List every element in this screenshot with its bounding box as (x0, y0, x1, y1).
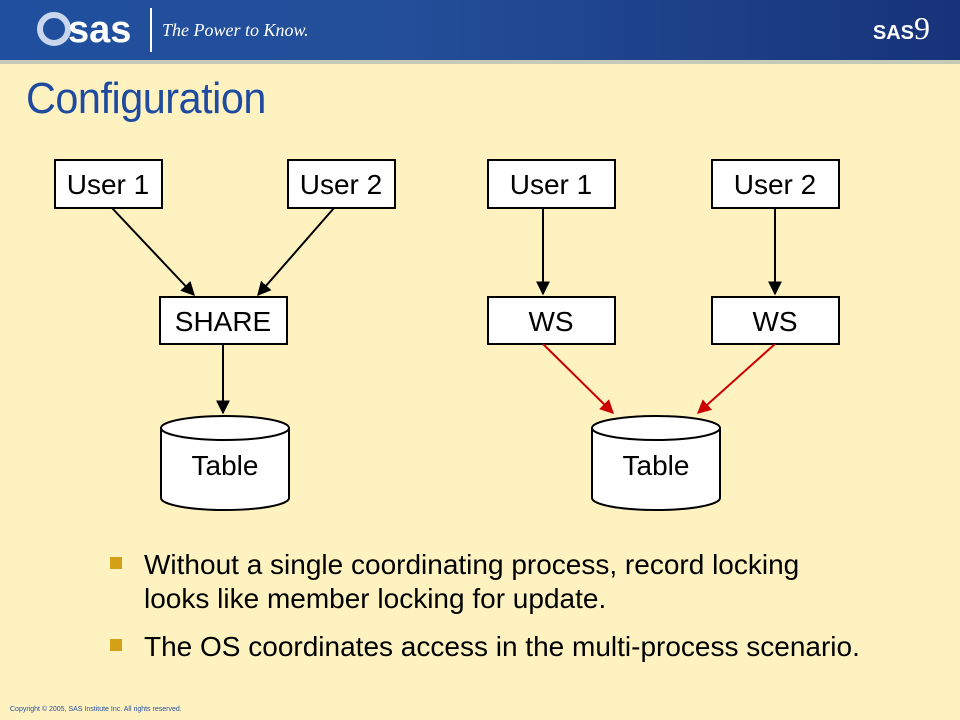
arrow-user2-to-share (257, 207, 335, 297)
header-band (0, 60, 960, 64)
svg-text:User 1: User 1 (67, 169, 149, 200)
left-user1-node: User 1 (54, 159, 163, 209)
arrow-user1-to-share (111, 207, 195, 297)
bullet-text: The OS coordinates access in the multi-p… (144, 631, 860, 662)
svg-text:WS: WS (752, 306, 797, 337)
header-bar: sas The Power to Know. SAS9 (0, 0, 960, 60)
sas-logo: sas (37, 9, 131, 51)
ws1-node: WS (487, 296, 616, 345)
brand-name: SAS (872, 22, 914, 44)
sas9-brand: SAS9 (873, 10, 930, 47)
svg-text:sas: sas (68, 9, 131, 51)
svg-text:Table: Table (623, 450, 690, 481)
logo-divider (150, 8, 152, 52)
svg-text:Table: Table (192, 450, 259, 481)
arrow-ws2-to-table (696, 343, 776, 414)
ws2-node: WS (711, 296, 840, 345)
arrow-ws1-to-table (542, 343, 614, 414)
svg-text:User 2: User 2 (734, 169, 816, 200)
copyright-footer: Copyright © 2005, SAS Institute Inc. All… (10, 706, 182, 713)
svg-text:WS: WS (528, 306, 573, 337)
bullet-text: Without a single coordinating process, r… (144, 549, 800, 614)
bullet-square-icon (110, 557, 122, 569)
tagline: The Power to Know. (162, 20, 309, 40)
right-user1-node: User 1 (487, 159, 616, 209)
right-table-cylinder: Table (591, 415, 721, 511)
share-server-node: SHARE (159, 296, 288, 345)
page-title: Configuration (26, 74, 266, 123)
bullet-item: Without a single coordinating process, r… (108, 548, 868, 616)
bullet-square-icon (110, 639, 122, 651)
left-table-cylinder: Table (160, 415, 290, 511)
brand-version: 9 (914, 10, 930, 46)
svg-text:SHARE: SHARE (175, 306, 271, 337)
bullet-item: The OS coordinates access in the multi-p… (108, 630, 868, 664)
svg-text:User 1: User 1 (510, 169, 592, 200)
left-user2-node: User 2 (287, 159, 396, 209)
svg-text:User 2: User 2 (300, 169, 382, 200)
right-user2-node: User 2 (711, 159, 840, 209)
bullet-list: Without a single coordinating process, r… (108, 548, 868, 678)
